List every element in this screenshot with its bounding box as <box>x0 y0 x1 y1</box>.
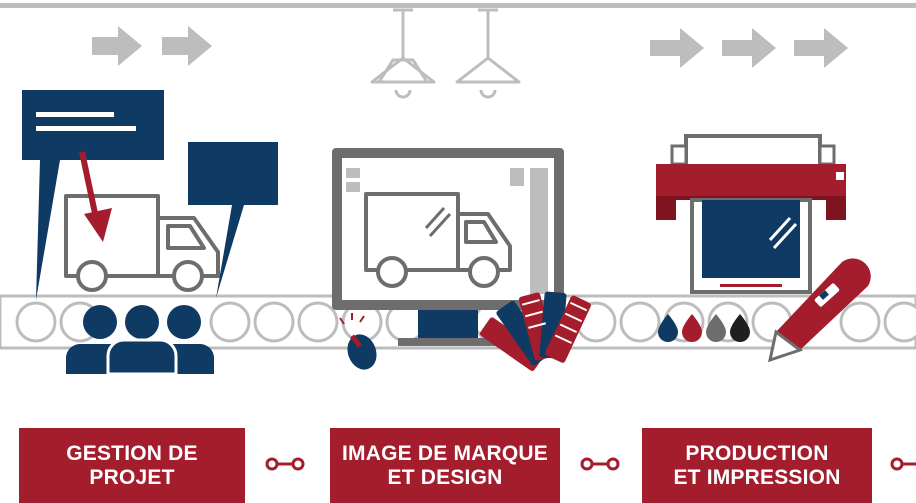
top-rail <box>0 3 916 8</box>
pendant-lamp-icon <box>370 8 436 99</box>
arrow-right-icon <box>92 26 212 66</box>
chat-bubble-icon <box>22 90 164 300</box>
step-label-line: ET IMPRESSION <box>673 465 841 489</box>
chat-bubble-icon <box>188 142 278 298</box>
delivery-truck-icon <box>364 192 512 288</box>
step-label-line: PROJET <box>89 465 175 489</box>
arrow-down-icon <box>79 151 112 242</box>
step-label-line: GESTION DE <box>66 441 198 465</box>
step-label-branding-design: IMAGE DE MARQUE ET DESIGN <box>330 428 560 503</box>
step-label-production-printing: PRODUCTION ET IMPRESSION <box>642 428 872 503</box>
printer-icon <box>656 134 846 294</box>
utility-knife-icon <box>767 258 871 363</box>
step-label-project-management: GESTION DE PROJET <box>19 428 245 503</box>
delivery-truck-icon <box>64 194 220 292</box>
step-label-line: IMAGE DE MARQUE <box>341 441 548 465</box>
connector-icon <box>890 457 916 471</box>
connector-icon <box>580 457 620 471</box>
connector-icon <box>265 457 305 471</box>
color-swatch-fan-icon <box>479 291 591 374</box>
step-label-line: ET DESIGN <box>387 465 503 489</box>
team-icon <box>66 305 214 376</box>
pendant-lamp-icon <box>455 8 521 99</box>
ink-drop-icon <box>658 314 750 342</box>
mouse-icon <box>339 313 377 370</box>
arrow-right-icon <box>650 28 848 68</box>
step-label-line: PRODUCTION <box>685 441 829 465</box>
